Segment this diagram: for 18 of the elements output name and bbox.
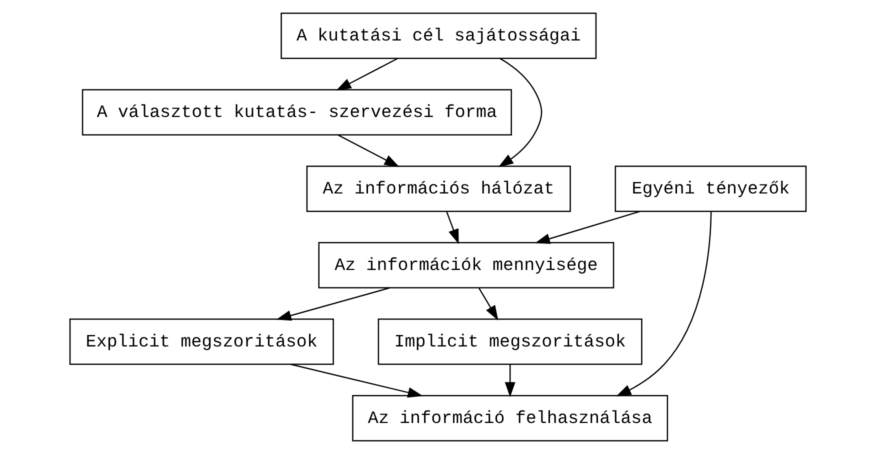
node-box: A kutatási cél sajátosságai xyxy=(280,12,597,59)
arrow xyxy=(504,364,516,398)
node-box: Egyéni tényezők xyxy=(614,166,807,212)
node-box: Az információ felhasználása xyxy=(352,395,668,442)
node-box: Implicit megszoritások xyxy=(378,318,642,365)
arrow xyxy=(276,287,390,321)
arrow xyxy=(478,288,498,320)
node-box: A választott kutatás- szervezési forma xyxy=(82,89,512,136)
arrow xyxy=(498,58,542,168)
node-box: Explicit megszoritások xyxy=(69,318,334,365)
arrow xyxy=(534,210,640,244)
node-box: Az információk mennyisége xyxy=(318,242,614,288)
arrow xyxy=(290,364,423,398)
arrow xyxy=(338,134,400,168)
arrow xyxy=(336,58,398,91)
node-box: Az információs hálózat xyxy=(306,166,571,212)
arrow xyxy=(446,211,459,244)
arrow xyxy=(616,212,712,396)
